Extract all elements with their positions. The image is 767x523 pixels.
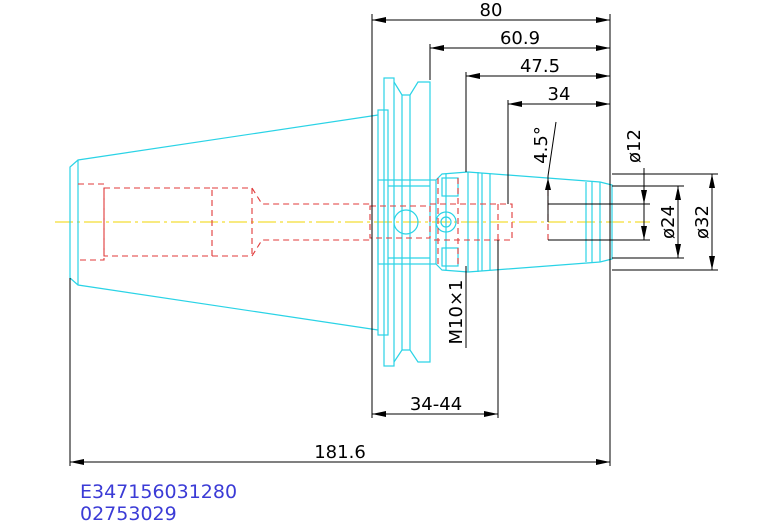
taper-shank-outline — [69, 114, 379, 331]
dim-line-34-44 — [372, 411, 498, 417]
dim-text-80: 80 — [480, 0, 503, 21]
dim-text-dia-12: ø12 — [624, 129, 645, 163]
dim-text-dia-24: ø24 — [658, 205, 679, 239]
dim-text-181-6: 181.6 — [314, 442, 366, 463]
dim-line-47-5 — [466, 73, 610, 79]
internal-bore-hidden-lines — [78, 178, 549, 266]
part-code-line-2: 02753029 — [80, 503, 177, 523]
part-code-line-1: E347156031280 — [80, 481, 237, 503]
dim-line-dia-32 — [709, 174, 715, 270]
dim-line-dia-24 — [675, 186, 681, 258]
dim-text-dia-32: ø32 — [692, 205, 713, 239]
dim-text-34: 34 — [548, 84, 571, 105]
dim-line-60-9 — [430, 45, 610, 51]
dim-line-dia-12 — [641, 168, 647, 240]
dim-text-60-9: 60.9 — [500, 28, 540, 49]
dim-line-181-6 — [70, 459, 610, 465]
dim-text-thread: M10×1 — [446, 280, 467, 345]
dim-text-47-5: 47.5 — [520, 56, 560, 77]
collet-nose-outline — [435, 171, 613, 273]
dim-line-taper-angle — [545, 121, 557, 222]
dim-line-34 — [508, 101, 610, 107]
dim-line-80 — [372, 17, 610, 23]
dim-text-taper-angle: 4.5° — [531, 126, 552, 164]
dim-text-34-44: 34-44 — [410, 394, 462, 415]
